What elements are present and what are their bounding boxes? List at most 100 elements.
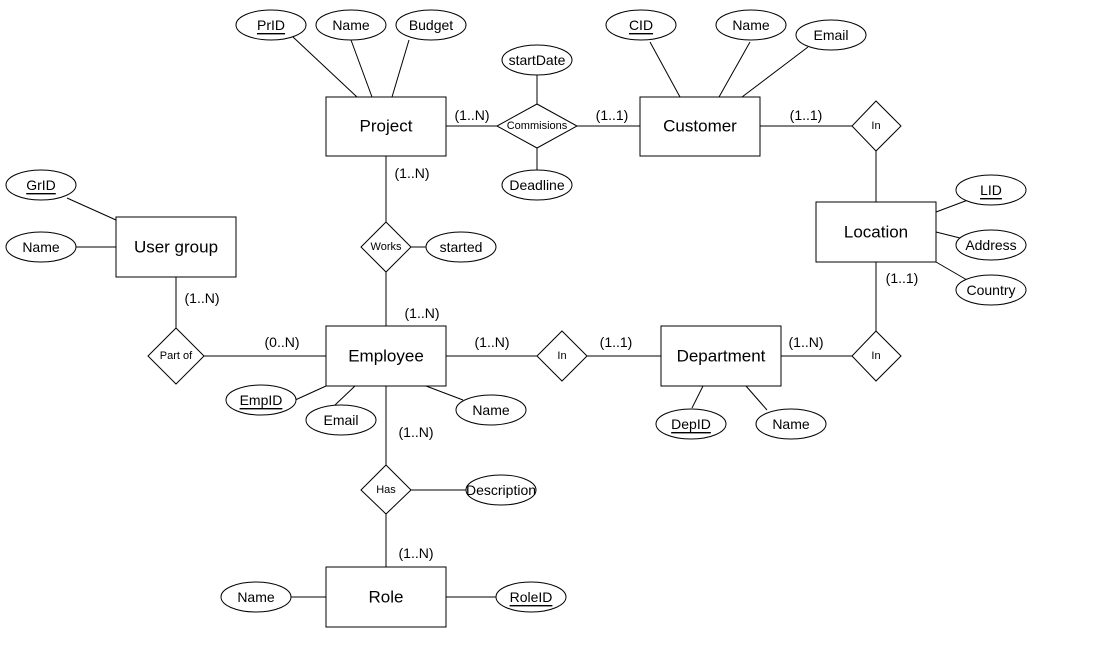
attribute-project-prid[interactable]: PrID	[235, 9, 307, 41]
attribute-customer-cid[interactable]: CID	[605, 9, 677, 41]
cardinality-customer-in: (1..1)	[790, 107, 823, 123]
entity-user-group-label: User group	[134, 238, 218, 257]
attribute-department-name[interactable]: Name	[755, 408, 827, 440]
relationship-in-department-location[interactable]: In	[851, 330, 902, 382]
relationship-works-label: Works	[371, 241, 402, 253]
relationship-in-department-location-label: In	[871, 350, 880, 362]
entity-employee-label: Employee	[348, 347, 424, 366]
cardinality-works-employee: (1..N)	[405, 305, 440, 321]
edge-employee-empid	[292, 385, 327, 402]
attribute-location-address[interactable]: Address	[955, 229, 1027, 261]
cardinality-project-works: (1..N)	[395, 165, 430, 181]
relationship-in-customer-location[interactable]: In	[851, 100, 902, 152]
entity-employee[interactable]: Employee	[325, 325, 447, 387]
attribute-commisions-startdate-label: startDate	[509, 52, 566, 68]
edge-customer-email	[741, 46, 809, 98]
attribute-role-name-label: Name	[237, 589, 275, 605]
attribute-usergroup-grid-label: GrID	[26, 177, 56, 193]
cardinality-employee-has: (1..N)	[399, 424, 434, 440]
relationship-part-of[interactable]: Part of	[147, 327, 205, 385]
entity-role[interactable]: Role	[325, 566, 447, 628]
attribute-works-started-label: started	[440, 239, 483, 255]
cardinality-location-in: (1..1)	[886, 270, 919, 286]
cardinality-employee-in: (1..N)	[475, 334, 510, 350]
entity-user-group[interactable]: User group	[115, 216, 237, 278]
attribute-employee-email-label: Email	[323, 412, 358, 428]
edge-location-address	[935, 231, 961, 239]
attribute-employee-empid-label: EmpID	[240, 392, 283, 408]
attribute-works-started[interactable]: started	[425, 231, 497, 263]
cardinality-labels: (1..N) (1..1) (1..1) (1..N) (1..N) (1..N…	[185, 107, 919, 561]
attribute-commisions-startdate[interactable]: startDate	[501, 44, 573, 76]
attribute-project-budget-label: Budget	[409, 17, 453, 33]
relationship-has-label: Has	[376, 484, 396, 496]
entity-project[interactable]: Project	[325, 96, 447, 157]
cardinality-has-role: (1..N)	[399, 545, 434, 561]
attribute-project-name[interactable]: Name	[315, 9, 387, 41]
edge-customer-name	[718, 41, 751, 98]
attribute-project-name-label: Name	[332, 17, 370, 33]
attribute-customer-cid-label: CID	[629, 17, 653, 33]
attribute-usergroup-name[interactable]: Name	[5, 231, 77, 263]
attribute-project-budget[interactable]: Budget	[395, 9, 467, 41]
attribute-employee-email[interactable]: Email	[305, 404, 377, 436]
relationship-in-employee-department-label: In	[557, 350, 566, 362]
relationship-in-customer-location-label: In	[871, 120, 880, 132]
attribute-has-description[interactable]: Description	[465, 474, 537, 506]
attribute-location-lid[interactable]: LID	[955, 174, 1027, 206]
relationship-commisions[interactable]: Commisions	[495, 103, 579, 149]
entity-customer[interactable]: Customer	[639, 96, 761, 157]
cardinality-department-in: (1..N)	[789, 334, 824, 350]
attribute-role-roleid-label: RoleID	[510, 589, 553, 605]
edge-usergroup-grid	[66, 197, 117, 221]
attribute-department-name-label: Name	[772, 416, 810, 432]
attribute-commisions-deadline-label: Deadline	[509, 177, 564, 193]
attribute-employee-name-label: Name	[472, 402, 510, 418]
attribute-location-address-label: Address	[965, 237, 1016, 253]
cardinality-project-commisions: (1..N)	[455, 107, 490, 123]
attribute-department-depid-label: DepID	[671, 416, 711, 432]
edge-department-depid	[691, 385, 704, 409]
edge-location-country	[935, 261, 968, 281]
attribute-role-name[interactable]: Name	[220, 581, 292, 613]
cardinality-partof-employee: (0..N)	[265, 334, 300, 350]
entity-location[interactable]: Location	[815, 201, 937, 263]
attribute-usergroup-grid[interactable]: GrID	[5, 169, 77, 201]
connectors	[66, 36, 969, 598]
entity-location-label: Location	[844, 223, 908, 242]
attribute-project-prid-label: PrID	[257, 17, 285, 33]
attribute-role-roleid[interactable]: RoleID	[495, 581, 567, 613]
relationship-part-of-label: Part of	[160, 350, 193, 362]
attribute-commisions-deadline[interactable]: Deadline	[501, 169, 573, 201]
cardinality-usergroup-partof: (1..N)	[185, 290, 220, 306]
edge-department-name	[745, 385, 768, 411]
attribute-employee-empid[interactable]: EmpID	[225, 384, 297, 416]
entity-project-label: Project	[360, 117, 413, 136]
entity-customer-label: Customer	[663, 117, 737, 136]
attribute-location-lid-label: LID	[980, 182, 1002, 198]
edge-location-lid	[935, 199, 969, 213]
edge-project-prid	[292, 36, 358, 98]
attribute-customer-email[interactable]: Email	[795, 19, 867, 51]
edge-employee-name	[425, 385, 464, 401]
attribute-customer-name-label: Name	[732, 17, 770, 33]
cardinality-commisions-customer: (1..1)	[596, 107, 629, 123]
attribute-customer-email-label: Email	[813, 27, 848, 43]
entity-department[interactable]: Department	[660, 325, 782, 387]
relationship-has[interactable]: Has	[360, 464, 412, 515]
entity-department-label: Department	[677, 347, 766, 366]
relationship-commisions-label: Commisions	[507, 120, 568, 132]
attribute-has-description-label: Description	[466, 482, 536, 498]
entity-role-label: Role	[369, 588, 404, 607]
attribute-employee-name[interactable]: Name	[455, 394, 527, 426]
relationship-works[interactable]: Works	[360, 221, 412, 273]
edge-project-name	[350, 39, 373, 98]
attribute-location-country-label: Country	[966, 282, 1015, 298]
attribute-customer-name[interactable]: Name	[715, 9, 787, 41]
edge-employee-email	[334, 385, 356, 406]
attribute-department-depid[interactable]: DepID	[655, 408, 727, 440]
relationship-in-employee-department[interactable]: In	[536, 330, 588, 382]
attribute-location-country[interactable]: Country	[955, 274, 1027, 306]
cardinality-in-department: (1..1)	[600, 334, 633, 350]
